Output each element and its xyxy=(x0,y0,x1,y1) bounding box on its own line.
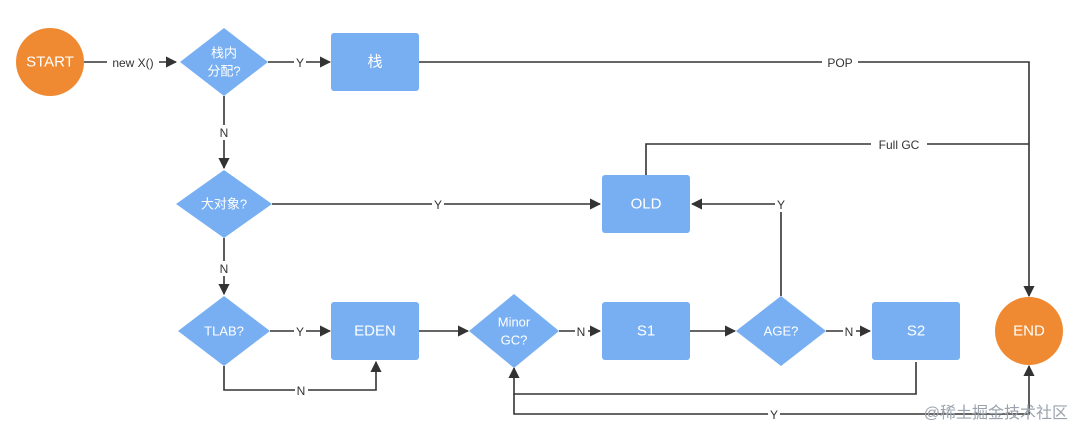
s1-node xyxy=(602,302,690,360)
stack-node xyxy=(331,33,419,91)
minor-gc-decision xyxy=(469,294,559,368)
big-object-label: 大对象? xyxy=(201,197,247,212)
eden-node xyxy=(331,302,419,360)
age-label: AGE? xyxy=(764,324,799,339)
s1-label: S1 xyxy=(637,323,655,340)
big-object-decision xyxy=(176,170,272,238)
edge-s2-to-minor-gc xyxy=(508,362,917,395)
edge-old-to-end-full-gc xyxy=(645,143,1029,175)
stack-alloc-decision xyxy=(180,28,268,96)
start-node xyxy=(16,28,84,96)
edge-label-stack-yes: Y xyxy=(296,56,304,70)
edge-label-age-no: N xyxy=(845,325,854,339)
s2-label: S2 xyxy=(907,323,925,340)
edge-age-to-old xyxy=(690,198,782,296)
start-label: START xyxy=(26,54,74,71)
edge-labels: new X() Y POP N Full GC Y N Y N N Y N Y xyxy=(107,55,927,422)
eden-label: EDEN xyxy=(354,323,396,340)
age-decision xyxy=(736,296,826,366)
stack-alloc-label-line1: 栈内 xyxy=(211,46,237,61)
edge-label-minor-no: N xyxy=(577,325,586,339)
old-node xyxy=(602,175,690,233)
s2-node xyxy=(872,302,960,360)
nodes: START 栈内 分配? 栈 大对象? OLD TLAB? EDEN Minor… xyxy=(16,28,1063,368)
end-node xyxy=(995,297,1063,365)
minor-gc-label-line1: Minor xyxy=(498,315,531,330)
old-label: OLD xyxy=(631,196,662,213)
edge-label-new-x: new X() xyxy=(112,56,153,70)
edge-label-pop: POP xyxy=(827,56,852,70)
stack-alloc-label-line2: 分配? xyxy=(207,64,240,79)
watermark: @稀土掘金技术社区 xyxy=(924,404,1068,422)
minor-gc-label-line2: GC? xyxy=(501,333,528,348)
stack-label: 栈 xyxy=(367,54,382,71)
edge-label-full-gc: Full GC xyxy=(879,138,920,152)
edge-label-stack-no: N xyxy=(220,126,229,140)
edge-stack-to-end-pop xyxy=(419,61,1035,298)
edge-label-age-yes: Y xyxy=(777,198,785,212)
edge-label-tlab-yes: Y xyxy=(296,325,304,339)
tlab-decision xyxy=(178,296,270,366)
tlab-label: TLAB? xyxy=(204,324,244,339)
end-label: END xyxy=(1013,323,1045,340)
edge-label-big-no: N xyxy=(220,262,229,276)
edge-label-big-yes: Y xyxy=(434,198,442,212)
edge-label-tlab-no: N xyxy=(297,384,306,398)
edge-label-loop-yes: Y xyxy=(770,408,778,422)
